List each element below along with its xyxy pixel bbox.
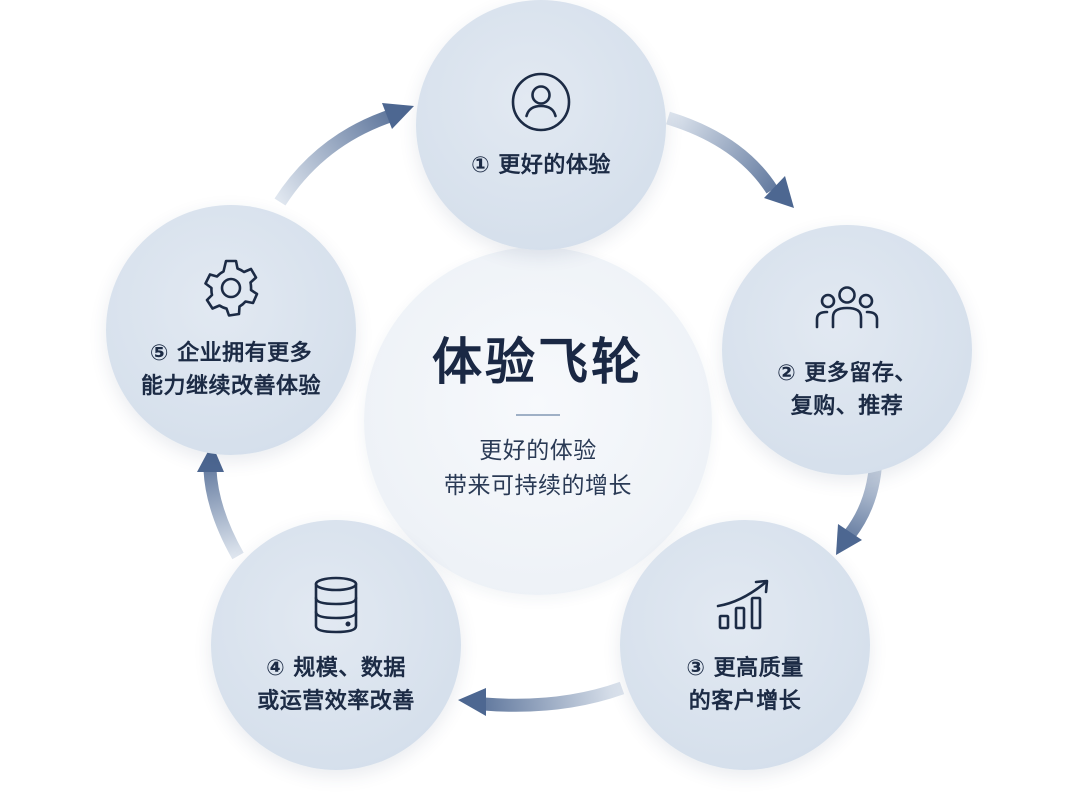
stage-label-line: ③ 更高质量 (686, 656, 804, 681)
arrow-3-to-4 (458, 681, 625, 716)
stage-label-line: ④ 规模、数据 (266, 656, 406, 681)
growth-chart-icon (712, 572, 778, 638)
people-group-icon (814, 277, 880, 343)
stage-label-line: ⑤ 企业拥有更多 (149, 341, 313, 366)
stage-label-line: 复购、推荐 (790, 394, 904, 419)
stage-label: ② 更多留存、 复购、推荐 (777, 357, 917, 423)
stage-label: ① 更好的体验 (471, 149, 611, 182)
stage-label-line: 或运营效率改善 (257, 689, 415, 714)
gear-icon (198, 257, 264, 323)
flywheel-subtitle: 更好的体验 带来可持续的增长 (444, 434, 632, 504)
stage-node-3: ③ 更高质量 的客户增长 (620, 520, 870, 770)
arrow-4-to-5 (197, 444, 244, 560)
stage-node-1: ① 更好的体验 (416, 0, 666, 250)
stage-label: ④ 规模、数据 或运营效率改善 (257, 652, 415, 718)
stage-label: ③ 更高质量 的客户增长 (686, 652, 803, 718)
stage-label-line: 能力继续改善体验 (140, 374, 321, 399)
subtitle-line: 更好的体验 (479, 438, 597, 464)
database-icon (303, 572, 369, 638)
arrow-1-to-2 (666, 111, 794, 208)
flywheel-center: 体验飞轮 更好的体验 带来可持续的增长 (364, 247, 712, 595)
subtitle-line: 带来可持续的增长 (444, 473, 632, 499)
stage-node-5: ⑤ 企业拥有更多 能力继续改善体验 (106, 205, 356, 455)
stage-label: ⑤ 企业拥有更多 能力继续改善体验 (141, 337, 321, 403)
user-icon (508, 69, 574, 135)
flywheel-title: 体验飞轮 (432, 333, 644, 391)
title-divider (516, 414, 560, 416)
stage-label-line: ① 更好的体验 (471, 152, 611, 178)
arrow-5-to-1 (274, 103, 414, 206)
stage-node-2: ② 更多留存、 复购、推荐 (722, 225, 972, 475)
stage-node-4: ④ 规模、数据 或运营效率改善 (211, 520, 461, 770)
stage-label-line: 的客户增长 (688, 689, 802, 714)
stage-label-line: ② 更多留存、 (777, 361, 917, 386)
